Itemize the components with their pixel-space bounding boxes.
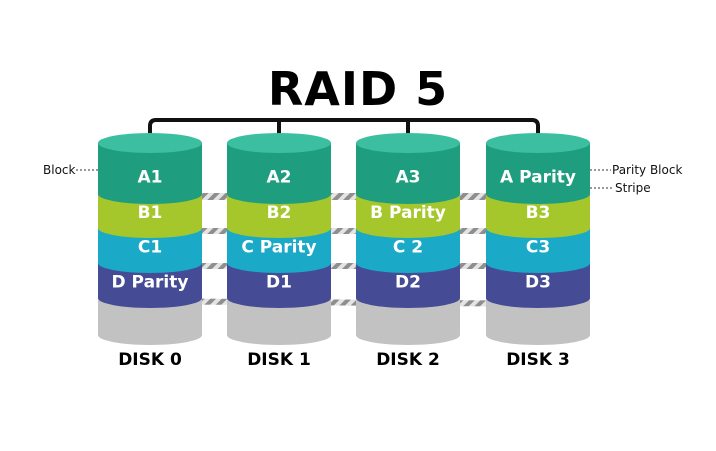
block-label: A3 [396, 168, 421, 188]
block-annotation: Block [43, 163, 76, 177]
block-segment [98, 143, 202, 204]
disk-stack: A3 B Parity C 2 D2 [356, 133, 460, 345]
block-segment [356, 228, 460, 273]
block-label: C 2 [393, 238, 423, 258]
disk-top-cap [98, 133, 202, 153]
disk-label: DISK 1 [247, 350, 311, 370]
bracket [148, 118, 540, 140]
block-label: B Parity [370, 203, 446, 223]
block-label: B2 [267, 203, 292, 223]
disk-top-cap [356, 133, 460, 153]
disk-top-cap [227, 133, 331, 153]
disk-base [356, 298, 460, 345]
block-segment [98, 228, 202, 273]
disk-top-cap [486, 133, 590, 153]
block-segment [486, 263, 590, 308]
block-segment [98, 194, 202, 238]
block-segment [356, 143, 460, 204]
block-label: D Parity [112, 273, 189, 293]
block-segment [486, 228, 590, 273]
disk-label: DISK 3 [506, 350, 570, 370]
block-segment [227, 143, 331, 204]
block-label: C1 [138, 238, 162, 258]
stripe-bands [100, 193, 588, 307]
stripe-band [100, 263, 588, 269]
block-segment [486, 143, 590, 204]
block-segment [227, 228, 331, 273]
block-label: A Parity [500, 168, 576, 188]
disk-label: DISK 0 [118, 350, 182, 370]
disk-base [227, 298, 331, 345]
stripe-band [100, 193, 588, 200]
block-segment [356, 263, 460, 308]
parity-block-annotation: Parity Block [612, 163, 683, 177]
block-segment [98, 263, 202, 308]
disk-base [486, 298, 590, 345]
block-label: D3 [525, 273, 551, 293]
diagram-title: RAID 5 [267, 62, 449, 116]
disk-base [98, 298, 202, 345]
block-segment [356, 194, 460, 238]
block-label: C Parity [241, 238, 316, 258]
stripe-annotation: Stripe [615, 181, 651, 195]
block-label: B3 [526, 203, 551, 223]
block-segment [486, 194, 590, 238]
block-label: B1 [138, 203, 163, 223]
block-label: A1 [138, 168, 163, 188]
block-label: D1 [266, 273, 292, 293]
block-label: A2 [267, 168, 292, 188]
block-label: D2 [395, 273, 421, 293]
stripe-band [100, 228, 588, 234]
block-label: C3 [526, 238, 550, 258]
disk-label: DISK 2 [376, 350, 440, 370]
stripe-band [100, 298, 588, 307]
block-segment [227, 263, 331, 308]
annotation-leaders [76, 169, 614, 189]
bracket-line [148, 118, 540, 140]
block-segment [227, 194, 331, 238]
